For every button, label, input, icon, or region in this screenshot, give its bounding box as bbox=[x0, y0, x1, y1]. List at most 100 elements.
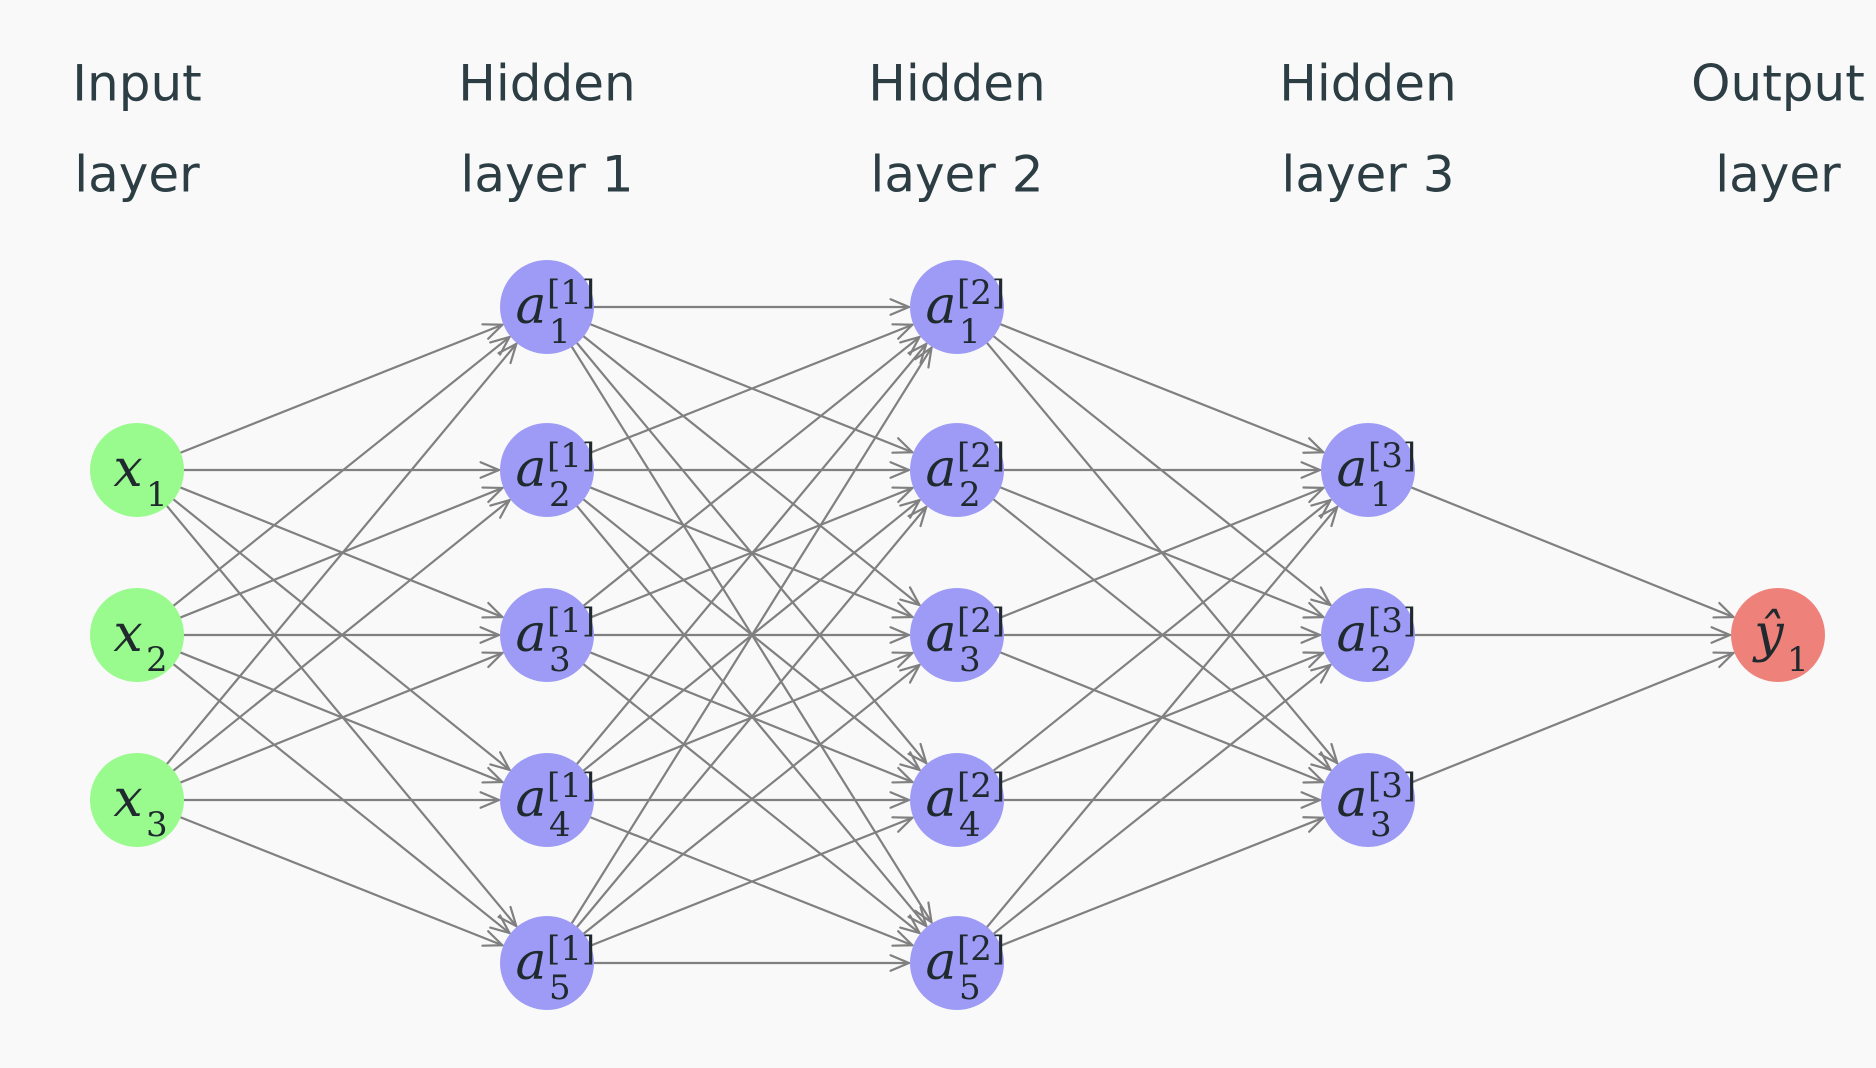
node-label-superscript: [2] bbox=[957, 766, 1005, 806]
node-label-base: a bbox=[925, 439, 956, 499]
node-label-base: a bbox=[515, 932, 546, 992]
node-label-subscript: 3 bbox=[1370, 805, 1392, 845]
edge-hidden2-1-to-hidden3-1 bbox=[999, 323, 1325, 454]
edge-hidden1-4-to-hidden2-1 bbox=[575, 342, 928, 765]
edge-input-3-to-hidden1-5 bbox=[179, 816, 504, 947]
edge-input-3-to-hidden1-2 bbox=[172, 498, 511, 772]
node-label-base: a bbox=[925, 932, 956, 992]
node-circle-input[interactable] bbox=[90, 753, 184, 847]
node-circle-input[interactable] bbox=[90, 588, 184, 682]
node-label-superscript: [1] bbox=[547, 601, 595, 641]
node-label-subscript: 5 bbox=[959, 968, 981, 1008]
node-circle-hidden[interactable] bbox=[500, 588, 594, 682]
node-circle-hidden[interactable] bbox=[1321, 753, 1415, 847]
node-label-superscript: [2] bbox=[957, 436, 1005, 476]
node-circle-input[interactable] bbox=[90, 423, 184, 517]
node-circle-hidden[interactable] bbox=[910, 588, 1004, 682]
node-circle-hidden[interactable] bbox=[1321, 588, 1415, 682]
node-label-subscript: 4 bbox=[549, 805, 571, 845]
node-circle-hidden[interactable] bbox=[910, 753, 1004, 847]
edge-hidden1-5-to-hidden2-3 bbox=[582, 663, 921, 935]
node-label-base: a bbox=[1336, 439, 1367, 499]
node-circle-hidden[interactable] bbox=[500, 260, 594, 354]
layer-title-line2: layer 1 bbox=[460, 146, 633, 204]
edge-hidden3-3-to-output-1 bbox=[1410, 651, 1735, 784]
node-label-subscript: 5 bbox=[549, 968, 571, 1008]
edge-hidden1-5-to-hidden2-5 bbox=[592, 954, 911, 972]
edge-hidden3-2-to-output-1 bbox=[1413, 626, 1732, 644]
edge-hidden1-1-to-hidden2-1 bbox=[592, 298, 911, 316]
edge-input-2-to-hidden1-1 bbox=[172, 335, 511, 607]
edge-hidden1-5-to-hidden2-4 bbox=[589, 816, 914, 947]
node-label-superscript: [2] bbox=[957, 273, 1005, 313]
edge-hidden2-4-to-hidden3-1 bbox=[992, 498, 1332, 772]
layer-title-input: Input layer bbox=[72, 55, 201, 204]
node-circle-hidden[interactable] bbox=[910, 423, 1004, 517]
edge-hidden1-5-to-hidden2-1 bbox=[570, 346, 933, 925]
edge-hidden1-2-to-hidden2-1 bbox=[589, 323, 914, 454]
layer-title-line2: layer bbox=[74, 146, 200, 204]
node-label-base: a bbox=[1336, 769, 1367, 829]
node-label-subscript: 2 bbox=[959, 475, 981, 515]
node-circle-hidden[interactable] bbox=[500, 753, 594, 847]
layer-title-line1: Output bbox=[1691, 55, 1865, 113]
edge-hidden2-2-to-hidden3-1 bbox=[1002, 461, 1322, 479]
node-label-base: x bbox=[113, 604, 142, 664]
node-circle-output[interactable] bbox=[1731, 588, 1825, 682]
edge-input-1-to-hidden1-5 bbox=[165, 505, 518, 928]
node-circle-hidden[interactable] bbox=[910, 916, 1004, 1010]
edge-hidden1-3-to-hidden2-1 bbox=[582, 335, 921, 607]
node-label-superscript: [2] bbox=[957, 601, 1005, 641]
node-circle-hidden[interactable] bbox=[910, 260, 1004, 354]
edge-hidden2-5-to-hidden3-2 bbox=[992, 663, 1332, 935]
node-circle-hidden[interactable] bbox=[1321, 423, 1415, 517]
node-label-base: a bbox=[515, 769, 546, 829]
node-label-base: a bbox=[925, 276, 956, 336]
node-label-subscript: 1 bbox=[1370, 475, 1392, 515]
node-label-subscript: 1 bbox=[959, 312, 981, 352]
edge-hidden2-5-to-hidden3-1 bbox=[985, 505, 1339, 928]
edge-input-3-to-hidden1-3 bbox=[179, 651, 504, 784]
node-label-subscript: 1 bbox=[146, 475, 168, 515]
edge-hidden2-5-to-hidden3-3 bbox=[999, 816, 1325, 947]
node-label-superscript: [1] bbox=[547, 766, 595, 806]
node-label-subscript: 2 bbox=[146, 640, 168, 680]
node-circle-hidden[interactable] bbox=[500, 916, 594, 1010]
node-label-subscript: 2 bbox=[549, 475, 571, 515]
node-circle-hidden[interactable] bbox=[500, 423, 594, 517]
layer-title-line1: Input bbox=[72, 55, 201, 113]
node-label-subscript: 1 bbox=[1787, 640, 1809, 680]
edge-input-2-to-hidden1-5 bbox=[172, 663, 511, 935]
node-label-subscript: 2 bbox=[1370, 640, 1392, 680]
node-label-base: a bbox=[925, 604, 956, 664]
node-label-base: a bbox=[925, 769, 956, 829]
node-label-base: a bbox=[515, 604, 546, 664]
node-label-base: a bbox=[1336, 604, 1367, 664]
node-label-base: ŷ bbox=[1752, 604, 1784, 664]
edge-hidden2-3-to-hidden3-1 bbox=[999, 486, 1325, 619]
edge-hidden3-1-to-output-1 bbox=[1410, 486, 1735, 619]
